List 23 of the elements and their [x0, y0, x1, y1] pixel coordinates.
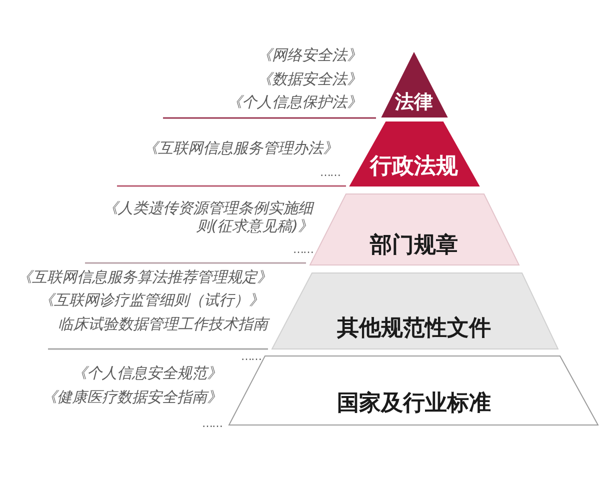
document-title: 《健康医疗数据安全指南》: [42, 388, 222, 406]
document-title: 《人类遗传资源管理条例实施细则(征求意见稿)》: [102, 199, 313, 235]
document-title: 《互联网诊疗监管细则（试行）》: [39, 291, 264, 309]
ellipsis: ……: [320, 167, 340, 178]
tier-label: 部门规章: [370, 235, 458, 257]
pyramid-tier: [350, 122, 479, 186]
tier-label: 行政法规: [370, 156, 458, 178]
document-title: 临床试验数据管理工作技术指南: [58, 315, 268, 333]
document-title: 《互联网信息服务算法推荐管理规定》: [17, 268, 272, 286]
document-title: 《互联网信息服务管理办法》: [143, 139, 338, 157]
pyramid-tier: [382, 53, 447, 117]
ellipsis: ……: [293, 244, 313, 255]
tier-label: 其他规范性文件: [337, 318, 491, 340]
pyramid-tier: [272, 273, 558, 349]
document-title: 《数据安全法》: [257, 70, 362, 88]
pyramid-tier: [229, 356, 598, 425]
tier-label: 法律: [395, 92, 433, 112]
document-title: 《网络安全法》: [257, 46, 362, 64]
tier-label: 国家及行业标准: [337, 393, 491, 415]
ellipsis: ……: [241, 350, 261, 362]
document-title: 《个人信息保护法》: [227, 93, 362, 111]
ellipsis: ……: [202, 418, 222, 429]
document-title: 《个人信息安全规范》: [72, 364, 222, 382]
